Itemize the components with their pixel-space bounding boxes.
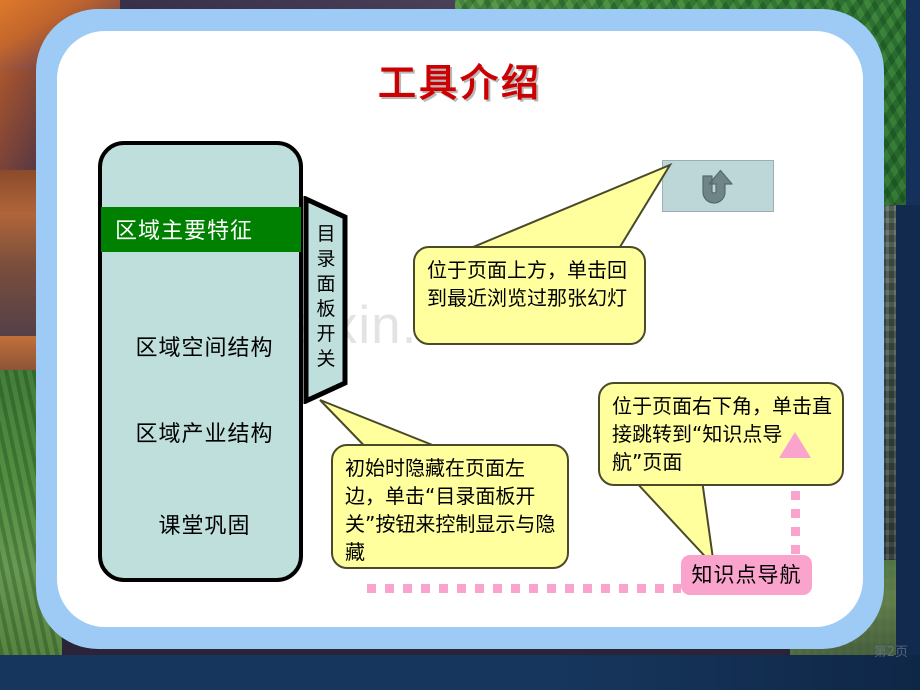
menu-item-region-features[interactable]: 区域主要特征 (101, 207, 301, 252)
callout-top-arrow-text: 位于页面上方，单击回到最近浏览过那张幻灯 (427, 258, 627, 310)
menu-item-industry-structure[interactable]: 区域产业结构 (135, 422, 274, 447)
side-tab-char-5: 关 (316, 348, 336, 370)
directory-menu-panel: 区域主要特征 区域空间结构 区域产业结构 课堂巩固 (98, 141, 303, 582)
knowledge-nav-button[interactable]: 知识点导航 (681, 555, 812, 595)
callout-top-arrow: 位于页面上方，单击回到最近浏览过那张幻灯 (413, 246, 646, 345)
pink-up-arrow-icon (779, 432, 811, 458)
callout-menu-toggle-text: 初始时隐藏在页面左边，单击“目录面板开关”按钮来控制显示与隐藏 (345, 456, 556, 564)
page-number: 第2页 (873, 645, 908, 660)
menu-item-spatial-structure[interactable]: 区域空间结构 (135, 336, 274, 361)
pink-dotted-line-vertical (791, 455, 800, 555)
menu-item-class-practice[interactable]: 课堂巩固 (158, 514, 251, 539)
callout-knowledge-nav-text: 位于页面右下角，单击直接跳转到“知识点导航”页面 (612, 394, 832, 474)
background-edge-navy-top (906, 0, 920, 205)
side-tab-char-2: 面 (316, 273, 336, 295)
side-tab-shape (303, 196, 348, 404)
side-tab-char-4: 开 (316, 323, 336, 345)
side-tab-char-0: 目 (316, 223, 336, 245)
side-tab-char-3: 板 (316, 298, 336, 320)
background-edge-navy-right (896, 205, 920, 655)
background-bottom-bar (0, 655, 920, 690)
directory-panel-toggle-tab[interactable]: 目 录 面 板 开 关 (303, 196, 350, 404)
u-turn-arrow-icon (702, 169, 733, 204)
callout-menu-toggle: 初始时隐藏在页面左边，单击“目录面板开关”按钮来控制显示与隐藏 (331, 444, 569, 569)
pink-dotted-line-horizontal (367, 584, 681, 593)
back-navigation-button[interactable] (662, 160, 774, 212)
page-title: 工具介绍 (377, 60, 542, 105)
side-tab-char-1: 录 (316, 248, 336, 270)
side-tab-label: 目 录 面 板 开 关 (314, 222, 338, 372)
